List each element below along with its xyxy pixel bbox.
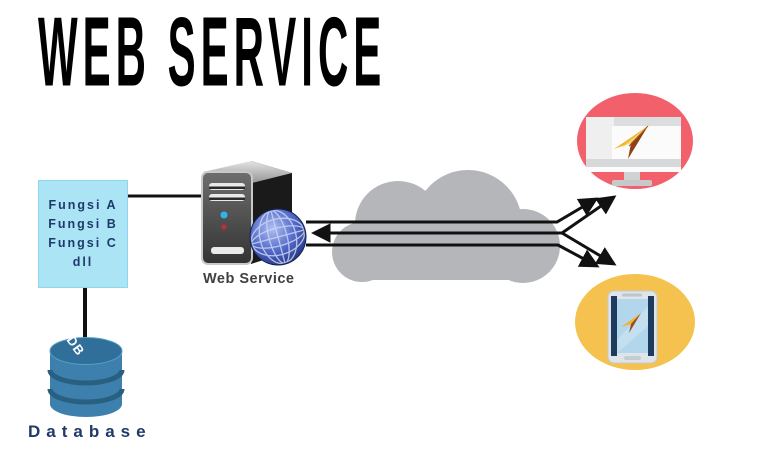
server-vent-icon bbox=[211, 247, 244, 254]
function-box-line: Fungsi C bbox=[48, 236, 118, 250]
cursor-plane-icon bbox=[621, 313, 641, 333]
request-arrow-middle-down bbox=[561, 231, 617, 266]
function-box-line: dll bbox=[72, 255, 94, 269]
database-icon bbox=[47, 337, 125, 417]
page-title: WEB SERVICE bbox=[38, 0, 387, 107]
request-arrow-bottom bbox=[306, 243, 600, 268]
database-label: Database bbox=[28, 422, 152, 441]
network-arrows bbox=[306, 195, 617, 268]
globe-icon bbox=[249, 208, 307, 266]
server-led-red bbox=[221, 224, 227, 230]
mobile-client bbox=[575, 274, 695, 370]
web-service-label: Web Service bbox=[203, 271, 295, 287]
desktop-client bbox=[577, 93, 693, 189]
server-led-blue bbox=[220, 211, 228, 219]
function-box-line: Fungsi B bbox=[48, 217, 118, 231]
function-box: Fungsi A Fungsi B Fungsi C dll bbox=[38, 180, 128, 288]
function-box-line: Fungsi A bbox=[48, 198, 118, 212]
cursor-plane-icon bbox=[614, 125, 649, 159]
cloud-icon bbox=[332, 170, 560, 283]
